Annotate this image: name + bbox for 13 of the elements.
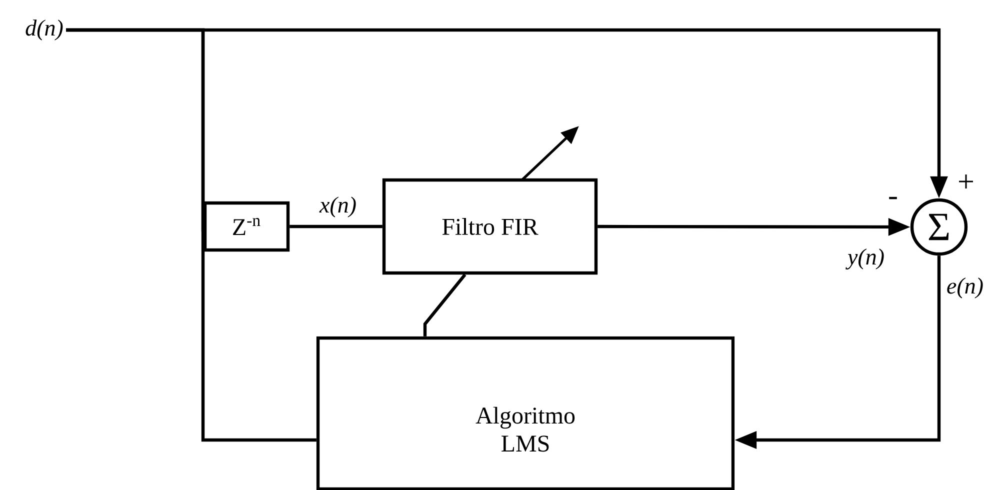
edge-label: x(n) bbox=[318, 196, 358, 218]
sign-label: - bbox=[889, 196, 897, 200]
connector bbox=[66, 28, 316, 442]
connector bbox=[290, 224, 382, 228]
edge-label: y(n) bbox=[846, 248, 886, 270]
connector bbox=[423, 274, 466, 336]
edge-label: e(n) bbox=[945, 276, 984, 300]
summing-junction: Σ bbox=[910, 198, 968, 256]
algorithm-box: Algoritmo LMS bbox=[316, 336, 735, 490]
sign-label: + bbox=[959, 174, 973, 188]
delay-box: Z$^{-n}$ bbox=[203, 201, 290, 252]
filter-box: Filtro FIR bbox=[382, 178, 598, 275]
signal-label: d(n) bbox=[24, 18, 64, 42]
